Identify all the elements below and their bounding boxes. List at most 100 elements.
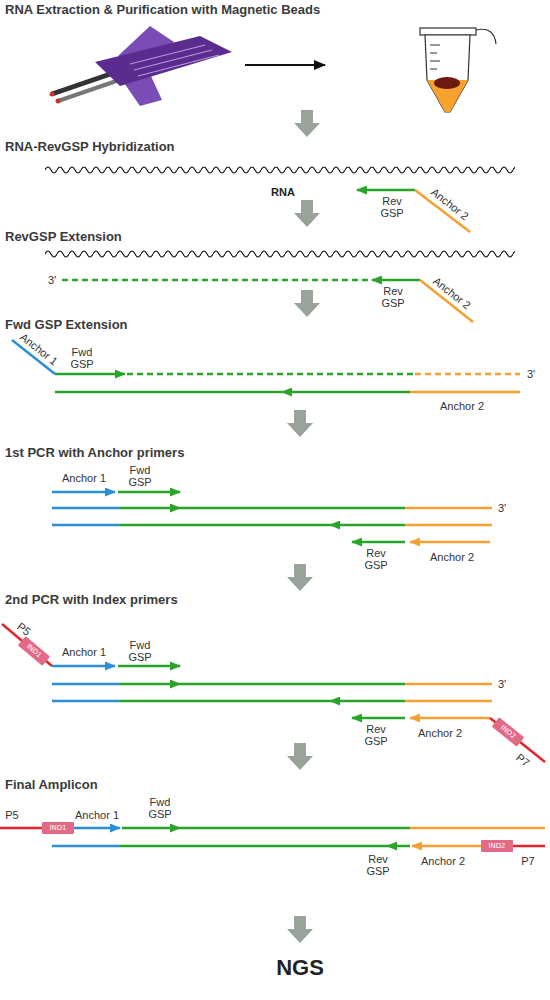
adapter-label: P7 — [521, 855, 534, 867]
rev-gsp-primer — [352, 717, 405, 720]
rev-gsp-primer — [372, 279, 420, 282]
anchor2-extension — [415, 373, 520, 376]
anchor-label: Anchor 1 — [62, 646, 106, 658]
index-box: IND1 — [42, 822, 74, 834]
adapter-label: P5 — [15, 620, 33, 638]
index-box: IND2 — [492, 717, 524, 746]
anchor1-strand — [52, 700, 120, 703]
primer-label: Rev GSP — [362, 853, 394, 877]
anchor2-strand — [405, 700, 492, 703]
index-box: IND1 — [18, 636, 50, 666]
anchor2-primer — [410, 717, 490, 720]
cdna-strand — [282, 391, 410, 394]
strand-end-label: 3′ — [498, 678, 506, 690]
anchor2-strand — [405, 507, 492, 510]
index-text: IND2 — [499, 724, 517, 740]
strand-end-label: 3′ — [48, 274, 56, 286]
primer-label: Fwd GSP — [66, 346, 98, 370]
primer-label: Rev GSP — [360, 723, 392, 747]
adapter-label: P7 — [514, 751, 532, 769]
primer-label: Rev GSP — [377, 285, 409, 309]
step-arrow — [287, 743, 313, 770]
p7-adapter — [513, 845, 545, 848]
index-text: IND2 — [488, 843, 505, 850]
rna-strand — [45, 248, 515, 260]
step-arrow — [294, 200, 320, 227]
anchor2-strand — [412, 845, 455, 848]
primer-label: Fwd GSP — [144, 796, 176, 820]
tube-graduation — [430, 45, 440, 46]
step-arrow — [287, 564, 313, 591]
gsp-strand — [120, 845, 387, 848]
process-arrow — [245, 64, 325, 66]
anchor1-strand — [52, 683, 120, 686]
gsp-strand — [180, 827, 410, 830]
cdna-extension — [62, 279, 372, 282]
strand-end-label: 3′ — [527, 368, 535, 380]
anchor-label: Anchor 2 — [418, 727, 462, 739]
step-heading: RNA-RevGSP Hybridization — [5, 140, 175, 154]
anchor2-strand — [405, 524, 492, 527]
anchor1-strand — [74, 827, 120, 830]
anchor2-strand — [405, 683, 492, 686]
anchor-label: Anchor 2 — [430, 551, 474, 563]
step-heading: RNA Extraction & Purification with Magne… — [5, 3, 320, 17]
primer-label: Rev GSP — [376, 195, 408, 219]
anchor2-strand — [455, 845, 481, 848]
rev-gsp-primer — [352, 541, 405, 544]
step-heading: RevGSP Extension — [5, 230, 122, 244]
index-text: IND1 — [25, 643, 43, 659]
molecule-label: RNA — [271, 186, 295, 198]
anchor2-strand — [410, 391, 520, 394]
gsp-strand — [120, 700, 330, 703]
gsp-strand — [330, 524, 405, 527]
step-heading: Fwd GSP Extension — [5, 318, 128, 332]
magnetic-device — [95, 36, 232, 86]
gsp-strand — [330, 700, 405, 703]
anchor-label: Anchor 1 — [62, 472, 106, 484]
step-arrow — [287, 916, 313, 943]
pen-tip — [50, 92, 55, 97]
primer-label: Fwd GSP — [124, 639, 156, 663]
tube-graduation — [430, 61, 440, 62]
second-strand-extension — [127, 373, 415, 376]
anchor-label: Anchor 2 — [421, 855, 465, 867]
anchor1-strand — [52, 507, 120, 510]
step-arrow — [294, 290, 320, 317]
sample-tube — [425, 35, 470, 112]
p5-adapter — [0, 827, 42, 830]
final-output: NGS — [276, 956, 324, 980]
step-arrow — [294, 110, 320, 137]
anchor1-strand — [52, 524, 120, 527]
device-stripe — [138, 55, 219, 76]
anchor-label: Anchor 2 — [440, 400, 484, 412]
primer-label: Fwd GSP — [124, 464, 156, 488]
tube-cap — [420, 28, 476, 35]
bead-pellet — [434, 77, 460, 89]
step-heading: Final Amplicon — [5, 778, 98, 792]
fwd-gsp-primer — [118, 491, 180, 494]
tube-lid — [476, 29, 496, 44]
step-arrow — [287, 410, 313, 437]
anchor1-strand — [52, 845, 120, 848]
gsp-strand — [120, 507, 180, 510]
anchor1-primer — [52, 491, 115, 494]
anchor2-primer — [410, 541, 490, 544]
anchor2-strand — [410, 827, 545, 830]
gsp-strand — [387, 845, 410, 848]
gsp-strand — [180, 507, 405, 510]
index-box: IND2 — [481, 840, 513, 852]
rev-gsp-primer — [357, 189, 415, 192]
cdna-strand — [55, 391, 282, 394]
gsp-strand — [120, 683, 180, 686]
tube-graduation — [430, 69, 437, 70]
gsp-strand — [120, 524, 330, 527]
strand-end-label: 3′ — [498, 502, 506, 514]
primer-label: Rev GSP — [360, 547, 392, 571]
tube-graduation — [430, 53, 437, 54]
pen-tip — [56, 99, 61, 104]
anchor-label: Anchor 1 — [75, 809, 119, 821]
fwd-gsp-primer — [118, 665, 180, 668]
gsp-strand — [180, 683, 405, 686]
